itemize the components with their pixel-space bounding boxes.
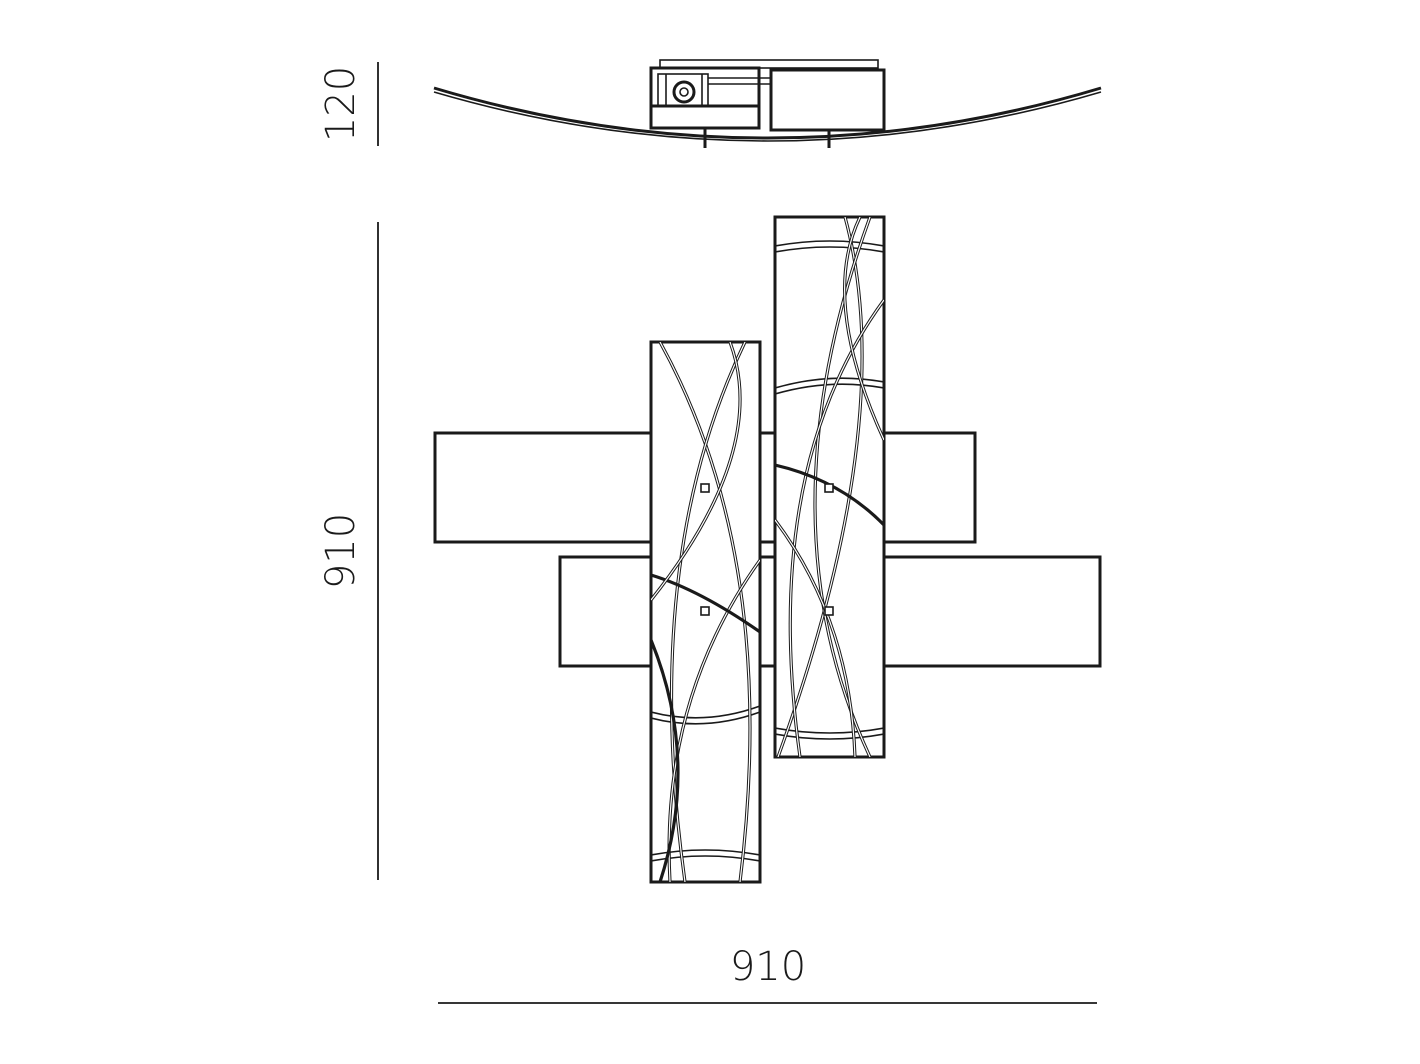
- panel-right-fixing-upper: [824, 483, 834, 493]
- panel-left-ribbon-inner: [668, 559, 760, 882]
- side-height-label: 120: [318, 66, 364, 142]
- vertical-panel-left: [649, 340, 762, 884]
- panel-right-arc: [775, 377, 884, 389]
- side-right-housing: [769, 68, 886, 132]
- panel-left-fixing-lower: [700, 606, 710, 616]
- side-bulb-core: [679, 87, 689, 97]
- panel-right-ribbon-inner: [844, 217, 884, 441]
- panel-right-arc: [775, 383, 884, 395]
- vertical-panel-right: [773, 215, 886, 759]
- panel-right-ribbon: [775, 463, 884, 527]
- panel-right-arc: [775, 246, 884, 253]
- panel-left-ribbon: [651, 573, 760, 634]
- panel-left-ribbon-inner: [651, 342, 741, 601]
- panel-left-fixing-upper: [700, 483, 710, 493]
- panel-left-ribbon-inner: [659, 342, 751, 882]
- panel-right-arc: [775, 240, 884, 247]
- side-bulb-icon: [672, 80, 696, 104]
- panel-left-arc: [651, 849, 760, 856]
- side-left-lower-block: [649, 104, 761, 130]
- side-curved-shade-edge: [433, 91, 1102, 142]
- panel-right-ribbon-inner: [777, 217, 863, 757]
- front-height-label: 910: [318, 513, 364, 589]
- front-width-label: 910: [730, 944, 806, 990]
- side-curved-shade: [433, 86, 1102, 140]
- panel-left-ribbon: [651, 639, 680, 882]
- panel-right-fixing-lower: [824, 606, 834, 616]
- front-view: 910 910: [318, 215, 1102, 1004]
- panel-left-arc: [651, 855, 760, 862]
- side-view: 120: [318, 59, 1102, 148]
- side-canopy-plate: [659, 59, 879, 69]
- panel-right-ribbon-inner: [775, 519, 856, 757]
